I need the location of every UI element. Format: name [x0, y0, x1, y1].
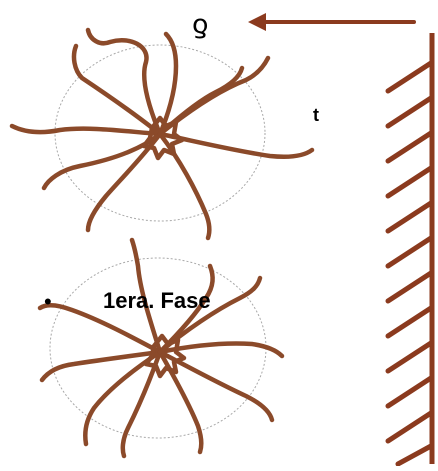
arrow-left-icon: [248, 13, 414, 31]
hatched-wall-icon: [388, 33, 432, 464]
phase-label: 1era. Fase: [103, 289, 211, 313]
polymer-coil-icon: [12, 30, 312, 238]
bullet-dot-icon: •: [44, 291, 52, 313]
polymer-coil-icon: [40, 240, 282, 456]
thickness-label: t: [313, 105, 319, 125]
thickness-symbol: ƍ: [192, 10, 209, 40]
